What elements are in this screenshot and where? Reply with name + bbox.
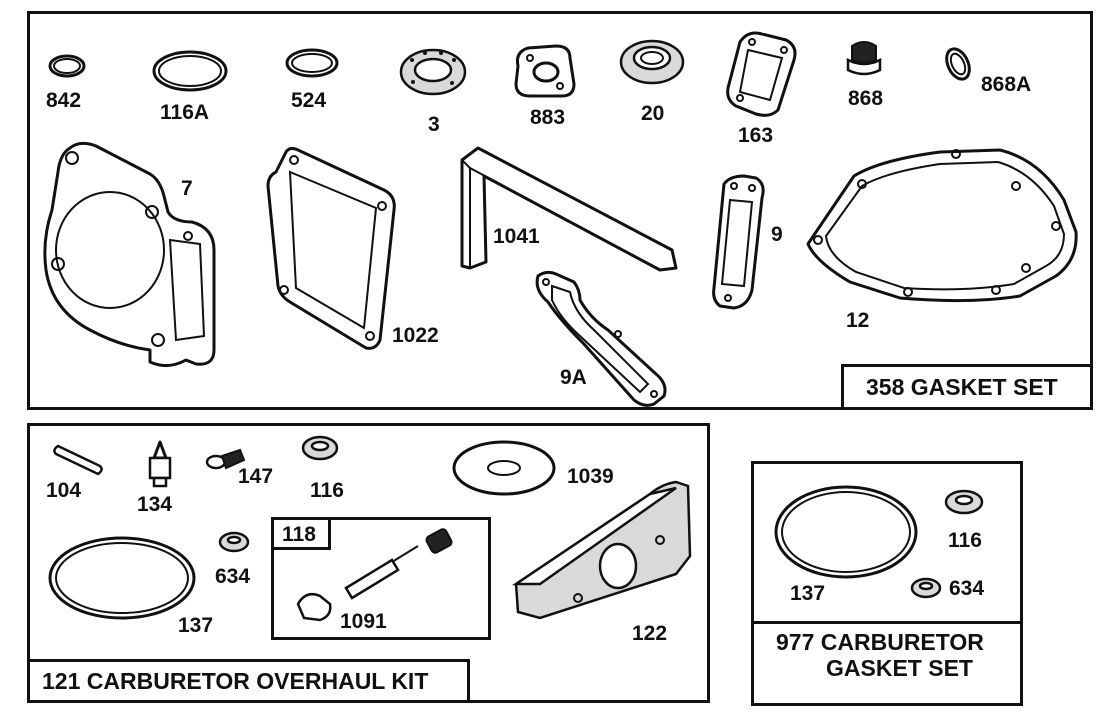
gasket-set-title: 358 GASKET SET bbox=[866, 374, 1058, 400]
part-137-oring-carb-set bbox=[774, 485, 918, 579]
part-524-oring bbox=[285, 48, 339, 78]
part-116-washer bbox=[301, 435, 339, 461]
part-20-oil-seal bbox=[619, 39, 685, 85]
label-1039: 1039 bbox=[567, 465, 614, 488]
part-842-oring bbox=[48, 54, 86, 78]
label-20: 20 bbox=[641, 102, 665, 125]
label-1041: 1041 bbox=[493, 225, 540, 248]
part-137-oring bbox=[48, 536, 196, 620]
label-137: 137 bbox=[178, 614, 214, 637]
carb-gasket-set-title-box bbox=[751, 621, 1023, 706]
label-147: 147 bbox=[238, 465, 274, 488]
part-104-pin bbox=[53, 444, 103, 476]
part-116a-oring bbox=[152, 50, 228, 92]
part-9a-gasket bbox=[535, 270, 667, 407]
part-7-head-gasket bbox=[43, 141, 216, 367]
sub-kit-number-box bbox=[271, 517, 331, 550]
part-1039-disc bbox=[452, 440, 556, 496]
label-12: 12 bbox=[846, 309, 870, 332]
part-12-crankcase-gasket bbox=[806, 148, 1078, 303]
carb-gasket-set-title-line2: GASKET SET bbox=[826, 655, 973, 681]
label-883: 883 bbox=[530, 106, 566, 129]
label-524: 524 bbox=[291, 89, 327, 112]
label-134: 134 bbox=[137, 493, 173, 516]
label-122: 122 bbox=[632, 622, 668, 645]
label-634: 634 bbox=[215, 565, 251, 588]
label-1022: 1022 bbox=[392, 324, 439, 347]
part-883-gasket bbox=[514, 44, 576, 98]
overhaul-kit-title: 121 CARBURETOR OVERHAUL KIT bbox=[42, 668, 429, 694]
label-104: 104 bbox=[46, 479, 82, 502]
label-116: 116 bbox=[310, 479, 344, 502]
label-842: 842 bbox=[46, 89, 82, 112]
part-122-spacer bbox=[511, 480, 692, 620]
label-163: 163 bbox=[738, 124, 774, 147]
label-9a: 9A bbox=[560, 366, 587, 389]
sub-kit-frame bbox=[271, 517, 491, 640]
overhaul-kit-title-box bbox=[27, 659, 470, 703]
part-116-washer-carb-set bbox=[944, 489, 984, 515]
part-1091-screw-assembly bbox=[296, 528, 453, 622]
label-868: 868 bbox=[848, 87, 884, 110]
label-1091: 1091 bbox=[340, 610, 387, 633]
part-868a-washer bbox=[945, 47, 971, 81]
part-3-oil-seal bbox=[399, 48, 467, 96]
carb-gasket-set-title-line1: 977 CARBURETOR bbox=[776, 629, 984, 655]
gasket-set-title-box bbox=[841, 364, 1093, 410]
part-1022-gasket bbox=[266, 146, 396, 350]
part-134-needle bbox=[148, 440, 172, 488]
part-9-gasket bbox=[712, 174, 765, 310]
part-147-screw bbox=[205, 448, 246, 470]
part-634-washer-carb-set bbox=[910, 577, 942, 599]
label-3: 3 bbox=[428, 113, 440, 136]
label-7: 7 bbox=[181, 177, 193, 200]
gasket-set-frame bbox=[27, 11, 1093, 410]
part-1041-bracket bbox=[460, 146, 678, 272]
label-634-carb-set: 634 bbox=[949, 577, 985, 600]
label-116-carb-set: 116 bbox=[948, 529, 982, 552]
label-9: 9 bbox=[771, 223, 783, 246]
label-137-carb-set: 137 bbox=[790, 582, 826, 605]
part-163-gasket bbox=[726, 31, 797, 117]
sub-kit-number: 118 bbox=[282, 523, 316, 546]
label-868a: 868A bbox=[981, 73, 1032, 96]
part-634-washer bbox=[218, 531, 250, 553]
label-116a: 116A bbox=[160, 101, 210, 124]
part-868-plug bbox=[846, 41, 882, 76]
